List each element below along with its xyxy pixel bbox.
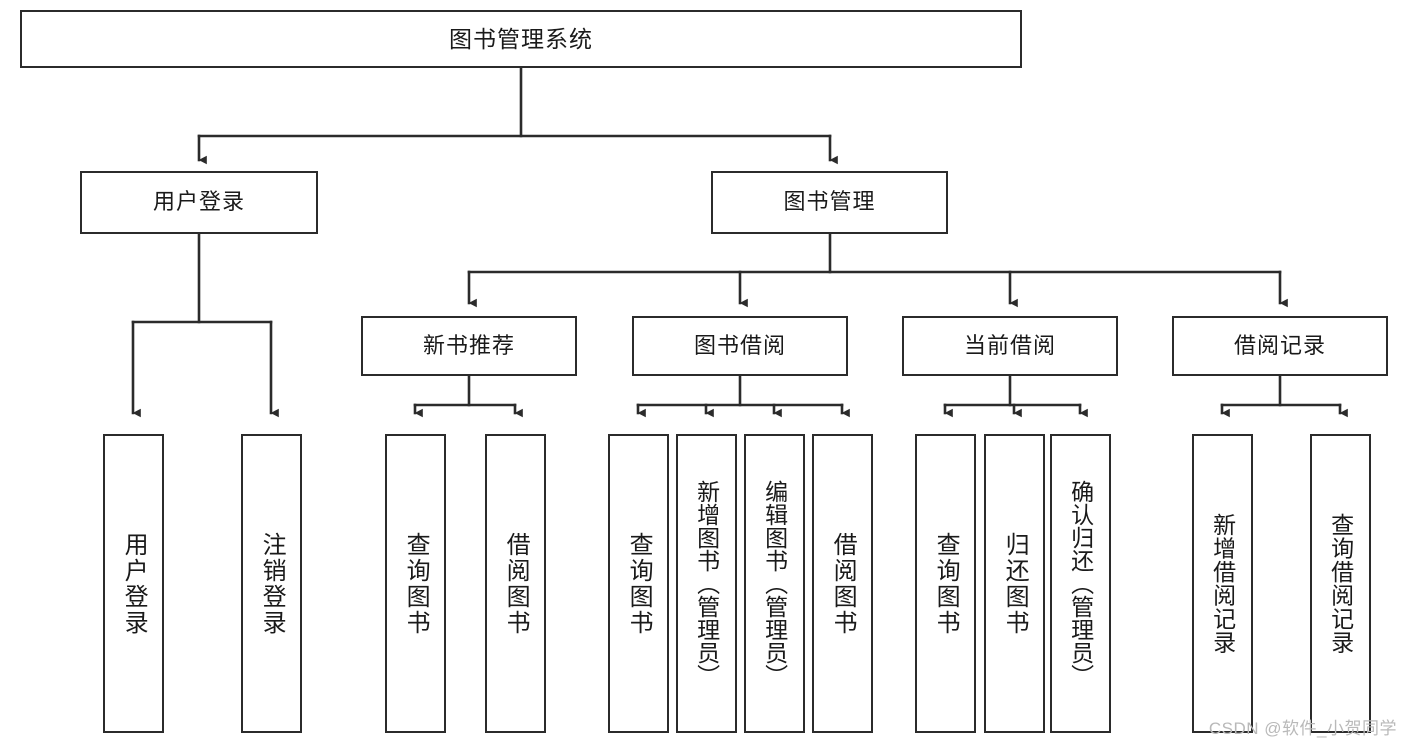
node-root-system-label: 图书管理系统 — [449, 25, 593, 52]
leaf-query-book-3[interactable]: 查询图书 — [915, 434, 976, 733]
leaf-user-login[interactable]: 用户登录 — [103, 434, 164, 733]
leaf-user-login-label: 用户登录 — [120, 531, 148, 636]
node-root-system[interactable]: 图书管理系统 — [20, 10, 1022, 68]
leaf-query-record[interactable]: 查询借阅记录 — [1310, 434, 1371, 733]
leaf-return-book[interactable]: 归还图书 — [984, 434, 1045, 733]
leaf-confirm-return[interactable]: 确认归还（管理员） — [1050, 434, 1111, 733]
leaf-query-book-3-label: 查询图书 — [932, 531, 960, 636]
leaf-logout-label: 注销登录 — [258, 531, 286, 636]
leaf-query-book-1[interactable]: 查询图书 — [385, 434, 446, 733]
node-book-management-label: 图书管理 — [783, 189, 876, 215]
leaf-borrow-book-2-label: 借阅图书 — [829, 531, 857, 636]
leaf-return-book-label: 归还图书 — [1001, 531, 1029, 636]
leaf-add-book-label: 新增图书（管理员） — [693, 480, 720, 687]
leaf-add-record[interactable]: 新增借阅记录 — [1192, 434, 1253, 733]
leaf-borrow-book-2[interactable]: 借阅图书 — [812, 434, 873, 733]
node-book-borrow[interactable]: 图书借阅 — [632, 316, 848, 376]
leaf-add-book[interactable]: 新增图书（管理员） — [676, 434, 737, 733]
node-current-borrow[interactable]: 当前借阅 — [902, 316, 1118, 376]
leaf-confirm-return-label: 确认归还（管理员） — [1067, 480, 1094, 687]
node-user-login[interactable]: 用户登录 — [80, 171, 318, 234]
leaf-logout[interactable]: 注销登录 — [241, 434, 302, 733]
leaf-borrow-book-1-label: 借阅图书 — [502, 531, 530, 636]
leaf-query-book-2[interactable]: 查询图书 — [608, 434, 669, 733]
leaf-edit-book-label: 编辑图书（管理员） — [761, 480, 788, 687]
node-current-borrow-label: 当前借阅 — [963, 332, 1056, 358]
node-book-borrow-label: 图书借阅 — [693, 332, 786, 358]
leaf-edit-book[interactable]: 编辑图书（管理员） — [744, 434, 805, 733]
node-new-book-recommend-label: 新书推荐 — [422, 332, 515, 358]
leaf-add-record-label: 新增借阅记录 — [1209, 513, 1236, 654]
leaf-query-record-label: 查询借阅记录 — [1327, 513, 1354, 654]
leaf-borrow-book-1[interactable]: 借阅图书 — [485, 434, 546, 733]
node-borrow-record[interactable]: 借阅记录 — [1172, 316, 1388, 376]
leaf-query-book-1-label: 查询图书 — [402, 531, 430, 636]
node-book-management[interactable]: 图书管理 — [711, 171, 948, 234]
node-borrow-record-label: 借阅记录 — [1233, 332, 1326, 358]
csdn-watermark: CSDN @软件_小贺同学 — [1208, 719, 1397, 738]
node-new-book-recommend[interactable]: 新书推荐 — [361, 316, 577, 376]
node-user-login-label: 用户登录 — [152, 189, 245, 215]
leaf-query-book-2-label: 查询图书 — [625, 531, 653, 636]
